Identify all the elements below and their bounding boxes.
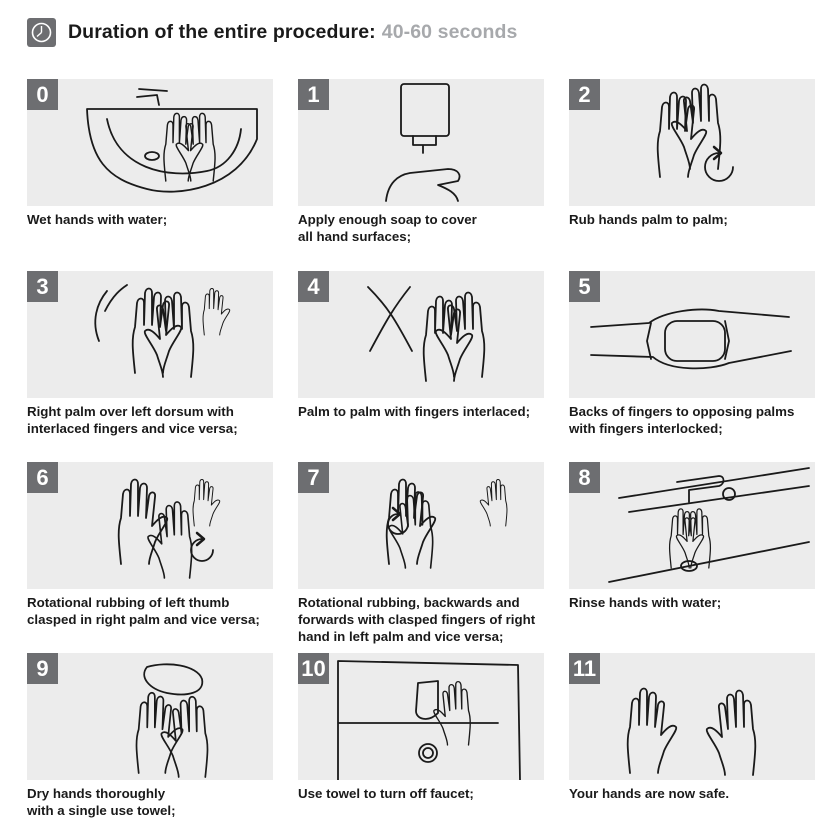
step-caption-line: forwards with clasped fingers of right: [298, 612, 536, 627]
step-number-badge: 6: [27, 462, 58, 493]
step-number-badge: 11: [569, 653, 600, 684]
towel-faucet-icon: [337, 660, 521, 780]
step-number-badge: 8: [569, 462, 600, 493]
rinse-hands-icon: [608, 467, 810, 583]
step-caption-line: Right palm over left dorsum with: [27, 404, 234, 419]
faucet-wet-hands-icon: [86, 88, 258, 193]
step-caption: Palm to palm with fingers interlaced;: [298, 403, 558, 420]
step-caption-line: hand in left palm and vice versa;: [298, 629, 504, 644]
step-caption: Right palm over left dorsum with interlac…: [27, 403, 287, 437]
thumb-rubbing-icon: [117, 478, 221, 579]
step-illustration: 5: [569, 271, 815, 398]
step-caption-line: Rinse hands with water;: [569, 595, 722, 610]
fingertips-rubbing-icon: [385, 478, 508, 569]
step-number-badge: 1: [298, 79, 329, 110]
step-number-badge: 3: [27, 271, 58, 302]
step-caption-line: all hand surfaces;: [298, 229, 412, 244]
step-illustration: 2: [569, 79, 815, 206]
step-illustration: 10: [298, 653, 544, 780]
step-caption: Your hands are now safe.: [569, 785, 829, 802]
step-caption-line: with fingers interlocked;: [569, 421, 723, 436]
step-illustration: 6: [27, 462, 273, 589]
step-caption-line: with a single use towel;: [27, 803, 176, 818]
step-number-badge: 4: [298, 271, 329, 302]
step-number-badge: 9: [27, 653, 58, 684]
clock-icon: [27, 17, 56, 47]
towel-dry-icon: [135, 663, 209, 778]
step-caption-line: Your hands are now safe.: [569, 786, 730, 801]
step-caption: Use towel to turn off faucet;: [298, 785, 558, 802]
step-caption: Rotational rubbing, backwards and forward…: [298, 594, 558, 645]
step-caption: Rotational rubbing of left thumb clasped …: [27, 594, 287, 628]
header: Duration of the entire procedure:40-60 s…: [27, 17, 517, 47]
step-number-badge: 7: [298, 462, 329, 493]
step-illustration: 0: [27, 79, 273, 206]
step-caption: Wet hands with water;: [27, 211, 287, 228]
step-caption-line: Wet hands with water;: [27, 212, 168, 227]
step-illustration: 3: [27, 271, 273, 398]
step-caption-line: clasped in right palm and vice versa;: [27, 612, 260, 627]
step-caption-line: Dry hands thoroughly: [27, 786, 166, 801]
fingers-interlaced-icon: [367, 286, 486, 382]
step-caption-line: Backs of fingers to opposing palms: [569, 404, 795, 419]
step-caption-line: Palm to palm with fingers interlaced;: [298, 404, 531, 419]
title-text: Duration of the entire procedure:: [68, 20, 376, 43]
step-caption-line: Rotational rubbing, backwards and: [298, 595, 520, 610]
page-title: Duration of the entire procedure:40-60 s…: [68, 21, 517, 44]
palm-over-dorsum-icon: [94, 284, 231, 378]
step-number-badge: 5: [569, 271, 600, 302]
step-illustration: 4: [298, 271, 544, 398]
step-number-badge: 10: [298, 653, 329, 684]
step-caption-line: Apply enough soap to cover: [298, 212, 477, 227]
step-caption: Rub hands palm to palm;: [569, 211, 829, 228]
duration-text: 40-60 seconds: [381, 20, 518, 43]
step-illustration: 11: [569, 653, 815, 780]
soap-dispenser-icon: [385, 83, 461, 202]
step-caption: Backs of fingers to opposing palms with f…: [569, 403, 829, 437]
step-number-badge: 2: [569, 79, 600, 110]
step-illustration: 7: [298, 462, 544, 589]
step-caption-line: interlaced fingers and vice versa;: [27, 421, 238, 436]
step-caption: Apply enough soap to cover all hand surfa…: [298, 211, 558, 245]
step-caption-line: Use towel to turn off faucet;: [298, 786, 474, 801]
step-illustration: 1: [298, 79, 544, 206]
step-caption: Rinse hands with water;: [569, 594, 829, 611]
step-illustration: 8: [569, 462, 815, 589]
fingers-interlocked-icon: [590, 308, 792, 370]
step-caption-line: Rub hands palm to palm;: [569, 212, 728, 227]
step-number-badge: 0: [27, 79, 58, 110]
clean-hands-icon: [626, 687, 757, 776]
palm-to-palm-icon: [656, 83, 734, 182]
step-caption-line: Rotational rubbing of left thumb: [27, 595, 230, 610]
step-caption: Dry hands thoroughly with a single use to…: [27, 785, 287, 819]
step-illustration: 9: [27, 653, 273, 780]
